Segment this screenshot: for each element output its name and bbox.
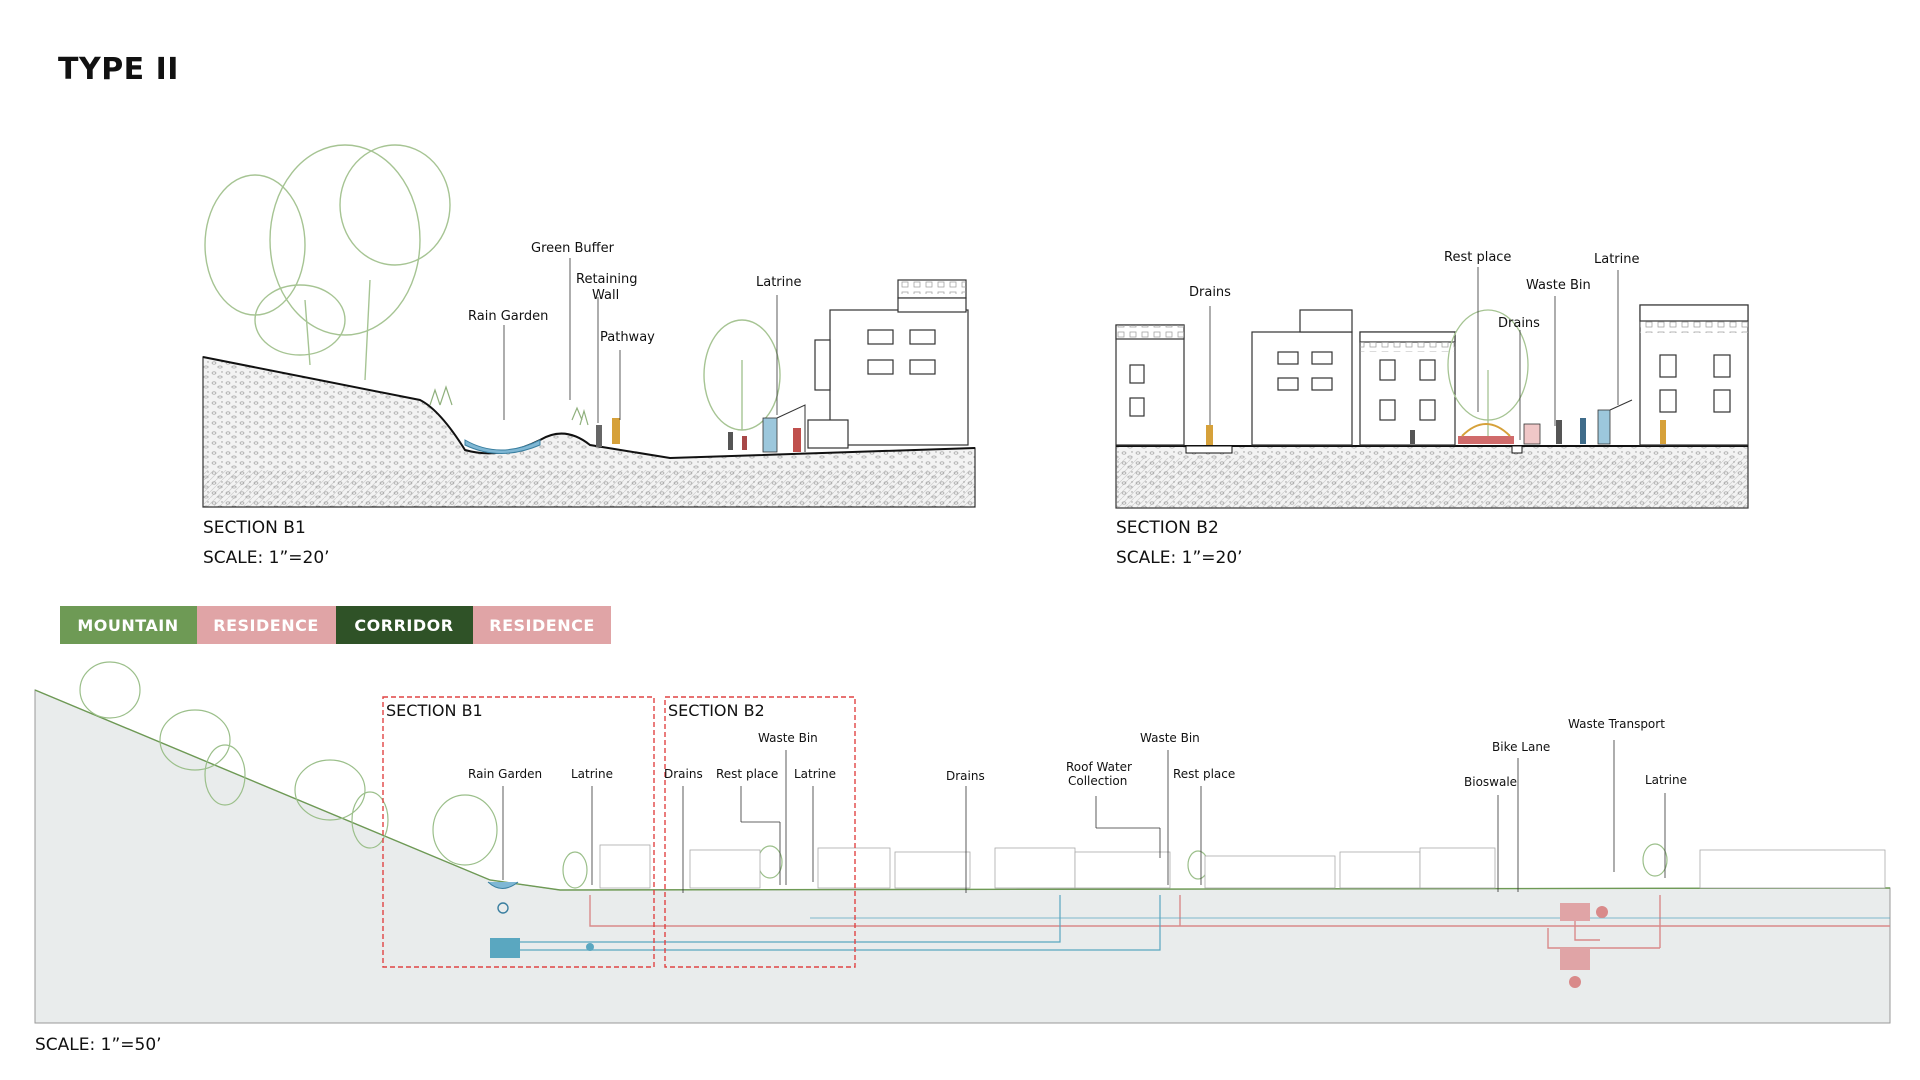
b2-latrine xyxy=(1597,409,1611,445)
label-rest-place: Rest place xyxy=(1444,250,1511,265)
long-label-rest-place-1: Rest place xyxy=(716,767,778,781)
zone-residence-1 xyxy=(197,606,336,644)
b2-people xyxy=(1206,418,1666,445)
label-latrine: Latrine xyxy=(756,275,802,290)
long-label-drains-1: Drains xyxy=(664,767,703,781)
zone-label-corridor: CORRIDOR xyxy=(354,616,453,635)
section-b1-box xyxy=(382,696,655,968)
section-b1-caption: SECTION B1 xyxy=(203,518,306,538)
zone-label-mountain: MOUNTAIN xyxy=(77,616,178,635)
b1-building xyxy=(807,279,969,449)
section-b2-leaders xyxy=(1209,267,1619,440)
b1-trees xyxy=(204,144,781,431)
section-b2-scale: SCALE: 1”=20’ xyxy=(1116,548,1243,568)
section-b1-drawing xyxy=(202,144,976,508)
long-houses xyxy=(599,844,1886,889)
long-label-waste-bin-1: Waste Bin xyxy=(758,731,818,745)
section-b2-caption: SECTION B2 xyxy=(1116,518,1219,538)
label-latrine-b2: Latrine xyxy=(1594,252,1640,267)
page-title: TYPE II xyxy=(58,52,179,87)
label-waste-bin: Waste Bin xyxy=(1526,278,1591,293)
label-green-buffer: Green Buffer xyxy=(531,241,615,256)
zone-residence-2 xyxy=(473,606,611,644)
zone-mountain xyxy=(60,606,197,644)
label-retaining-wall-line2: Wall xyxy=(592,288,619,303)
long-label-waste-bin-2: Waste Bin xyxy=(1140,731,1200,745)
long-water-tank xyxy=(490,938,520,958)
label-retaining-wall-line1: Retaining xyxy=(576,272,637,287)
b2-drain-right xyxy=(1511,445,1523,454)
box-label-b1: SECTION B1 xyxy=(386,701,483,720)
long-label-latrine-2: Latrine xyxy=(794,767,836,781)
long-label-waste-transport: Waste Transport xyxy=(1568,717,1665,731)
long-label-latrine-3: Latrine xyxy=(1645,773,1687,787)
b2-waste-bin xyxy=(1523,423,1541,445)
long-tank-1 xyxy=(1560,903,1590,921)
label-drains-left: Drains xyxy=(1189,285,1231,300)
long-section-leaders xyxy=(502,740,1666,893)
zone-corridor xyxy=(336,606,473,644)
b1-shrubs xyxy=(429,385,589,426)
b2-drain-left xyxy=(1185,445,1233,454)
rain-garden-water xyxy=(464,439,541,454)
long-label-drains-2: Drains xyxy=(946,769,985,783)
box-label-b2: SECTION B2 xyxy=(668,701,765,720)
section-b1-labels: Green Buffer Retaining Wall Rain Garden … xyxy=(468,241,802,345)
section-b1-leaders xyxy=(503,258,778,423)
section-b2-labels: Drains Rest place Latrine Waste Bin Drai… xyxy=(1189,250,1640,331)
long-rain-garden xyxy=(487,881,519,889)
long-tank-2 xyxy=(1560,948,1590,970)
retaining-wall xyxy=(596,425,602,447)
long-trees xyxy=(79,661,1668,889)
b2-rest-place xyxy=(1458,436,1514,444)
long-section-scale: SCALE: 1”=50’ xyxy=(35,1035,162,1055)
zone-label-residence-1: RESIDENCE xyxy=(213,616,319,635)
zone-label-residence-2: RESIDENCE xyxy=(489,616,595,635)
section-b2-drawing xyxy=(1115,304,1749,509)
long-section-labels: Rain Garden Latrine Drains Rest place Wa… xyxy=(468,717,1687,789)
long-label-roof-water-line2: Collection xyxy=(1068,774,1127,788)
zone-legend: MOUNTAIN RESIDENCE CORRIDOR RESIDENCE xyxy=(60,606,611,644)
long-label-roof-water-line1: Roof Water xyxy=(1066,760,1132,774)
long-section-drawing xyxy=(34,661,1891,1024)
long-pipes-blue xyxy=(520,895,1890,951)
label-rain-garden: Rain Garden xyxy=(468,309,548,324)
b1-base-layer xyxy=(203,470,975,507)
b1-people xyxy=(728,432,747,450)
b2-tree xyxy=(1447,309,1529,440)
label-drains-right: Drains xyxy=(1498,316,1540,331)
long-label-rest-place-2: Rest place xyxy=(1173,767,1235,781)
section-b2-box xyxy=(664,696,856,968)
long-label-rain-garden: Rain Garden xyxy=(468,767,542,781)
long-label-latrine-1: Latrine xyxy=(571,767,613,781)
long-label-bike-lane: Bike Lane xyxy=(1492,740,1550,754)
section-b1-scale: SCALE: 1”=20’ xyxy=(203,548,330,568)
long-label-bioswale: Bioswale xyxy=(1464,775,1517,789)
label-pathway: Pathway xyxy=(600,330,655,345)
latrine-structure xyxy=(762,417,778,453)
pathway-figure xyxy=(612,418,620,444)
